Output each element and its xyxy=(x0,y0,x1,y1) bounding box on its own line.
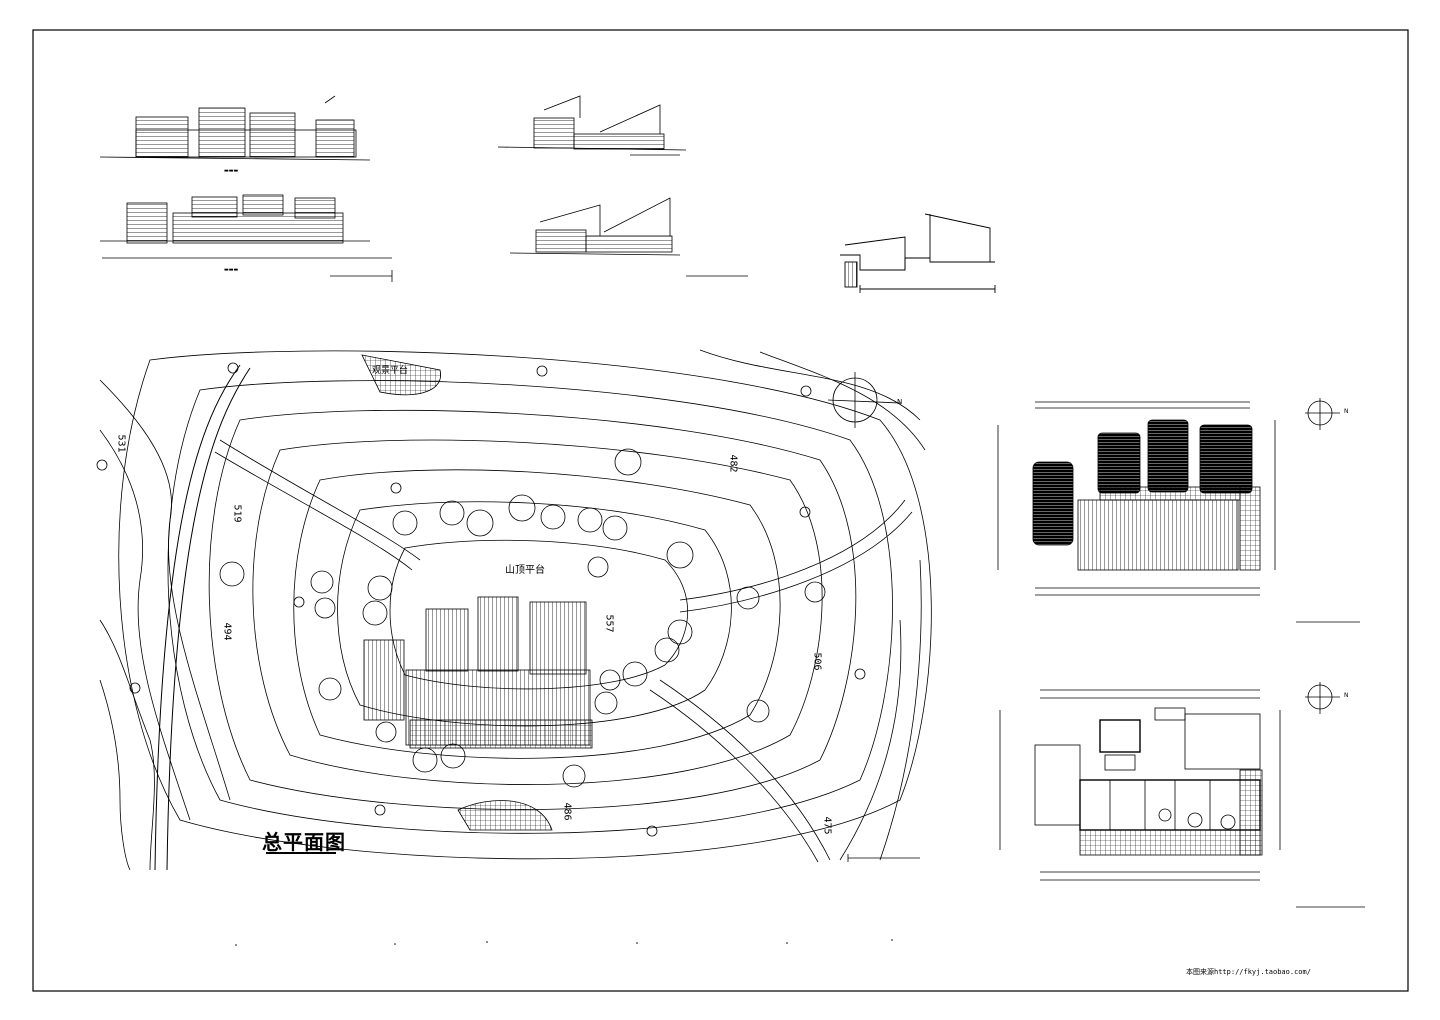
site-trees xyxy=(96,362,866,837)
site-plan xyxy=(99,349,932,871)
site-north-marker: N xyxy=(897,398,903,406)
elevation-side-1 xyxy=(497,95,687,156)
footer-marks xyxy=(235,939,893,946)
contour-label: 519 xyxy=(231,504,243,523)
site-scale-bar xyxy=(847,854,920,862)
contour-label: 494 xyxy=(221,622,233,641)
elevation-side-2 xyxy=(509,197,748,277)
lookout-platform-label: 观景平台 xyxy=(372,366,409,376)
contour-label: 506 xyxy=(811,652,823,671)
site-plan-title-underline xyxy=(266,852,336,854)
source-watermark: 本图来源http://fkyj.taobao.com/ xyxy=(1186,968,1311,976)
contour-label: 482 xyxy=(727,454,739,473)
contour-label: 475 xyxy=(821,816,833,835)
elevation-front xyxy=(99,95,371,161)
elevation-caption-1: ▬▬▬ xyxy=(224,168,238,174)
floor-north-marker: N xyxy=(1344,692,1349,699)
site-plan-title: 总平面图 xyxy=(262,830,346,854)
summit-platform-label: 山顶平台 xyxy=(505,565,545,576)
elevation-caption-2: ▬▬▬ xyxy=(224,267,238,273)
roof-north-marker: N xyxy=(1344,408,1349,415)
contour-label: 531 xyxy=(115,434,127,453)
contour-label: 486 xyxy=(561,802,573,821)
contour-label: 557 xyxy=(603,614,615,633)
sheet-border xyxy=(32,29,1409,992)
elevation-rear xyxy=(100,194,393,282)
floor-plan xyxy=(999,682,1365,908)
section-view xyxy=(840,213,996,293)
roof-plan xyxy=(997,398,1360,623)
